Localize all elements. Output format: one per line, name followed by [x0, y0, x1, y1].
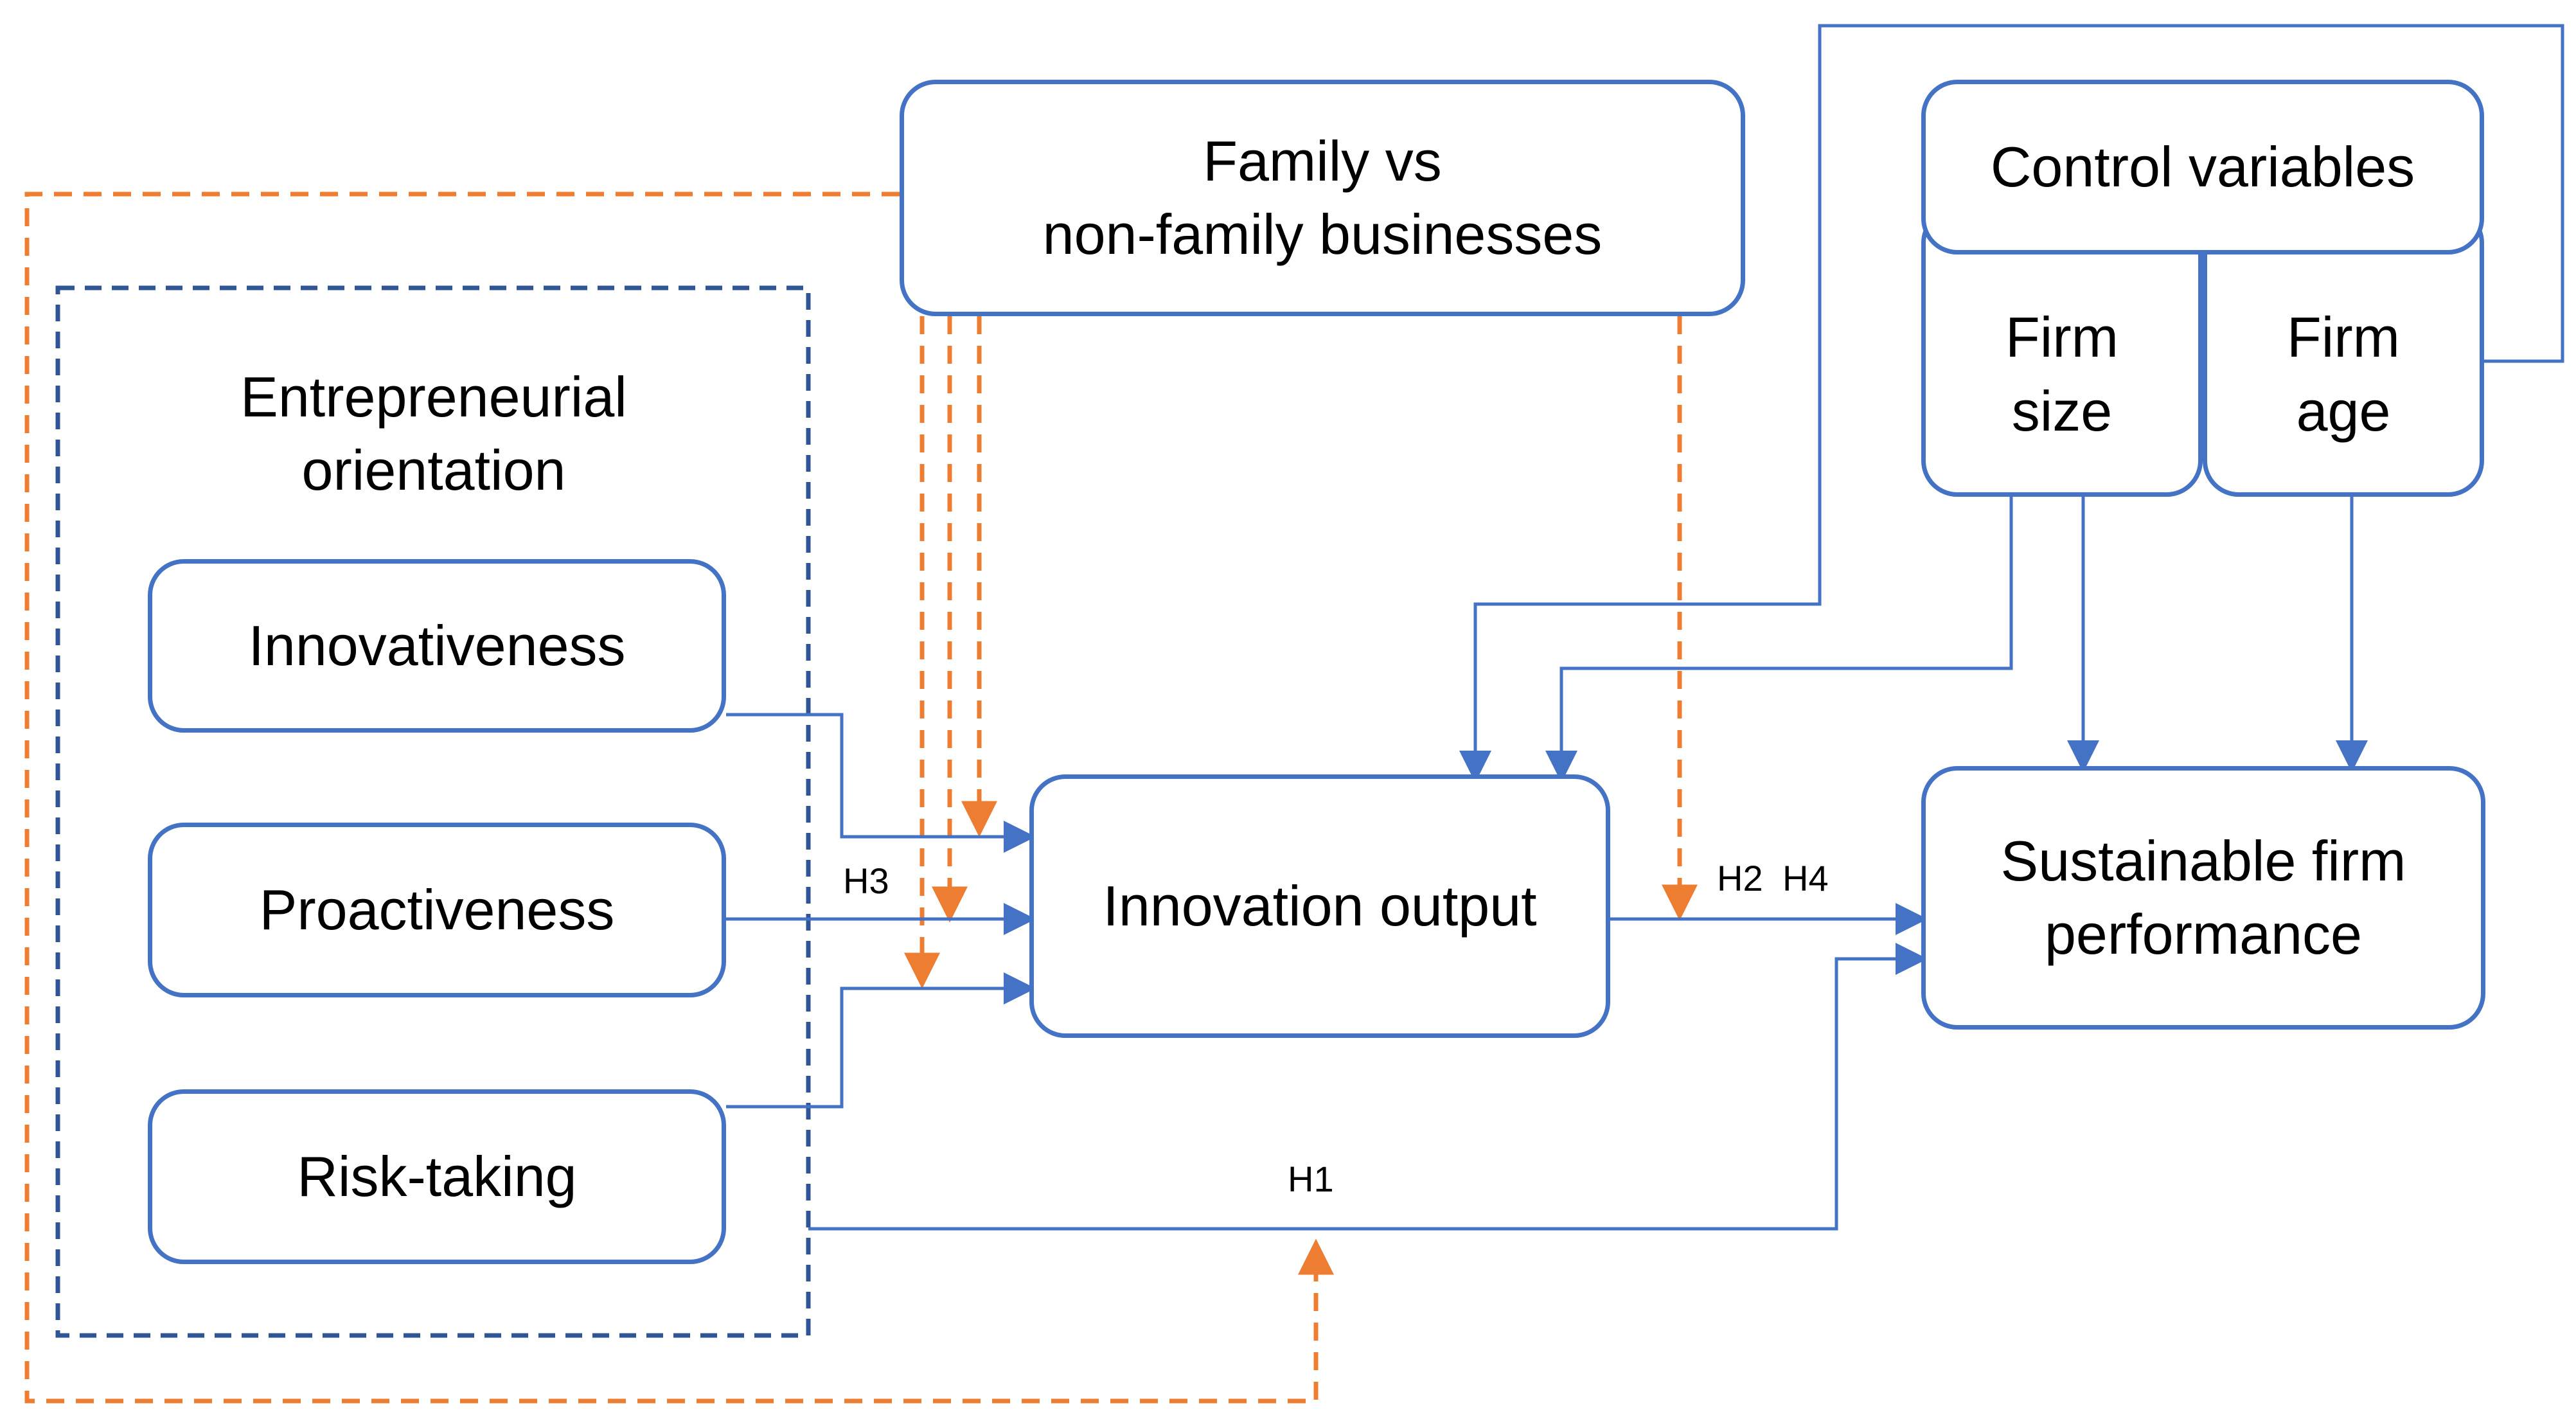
hypothesis-label-h2: H2 [1717, 858, 1763, 898]
arrow-risk-taking-to-innovation-output [726, 972, 1036, 1109]
hypothesis-label-h1: H1 [1288, 1159, 1334, 1199]
relationship-paths [726, 24, 2564, 1231]
family-vs-non-family-box: Family vs non-family businesses [900, 80, 1745, 316]
moderator-arrow-h1 [24, 192, 1334, 1404]
risk-taking-box: Risk-taking [148, 1089, 726, 1264]
sustainable-firm-performance-box: Sustainable firm performance [1921, 766, 2485, 1030]
hypothesis-label-h4: H4 [1782, 858, 1829, 898]
arrow-eo-to-performance [808, 943, 1928, 1231]
moderator-paths [24, 192, 1698, 1404]
hypothesis-label-h3: H3 [843, 861, 889, 901]
arrow-firm-size-to-innovation-output [1545, 497, 2013, 783]
arrow-controls-to-innovation-output [1459, 24, 2564, 783]
control-variables-box: Control variables [1921, 80, 2484, 254]
arrow-innovativeness-to-innovation-output [726, 713, 1036, 853]
innovativeness-box: Innovativeness [148, 559, 726, 733]
eo-group-border [55, 285, 811, 1338]
proactiveness-box: Proactiveness [148, 823, 726, 997]
firm-size-box: Firm size [1921, 207, 2203, 497]
innovation-output-box: Innovation output [1029, 774, 1610, 1038]
eo-title: Entrepreneurial orientation [240, 364, 627, 502]
firm-age-box: Firm age [2203, 207, 2484, 497]
